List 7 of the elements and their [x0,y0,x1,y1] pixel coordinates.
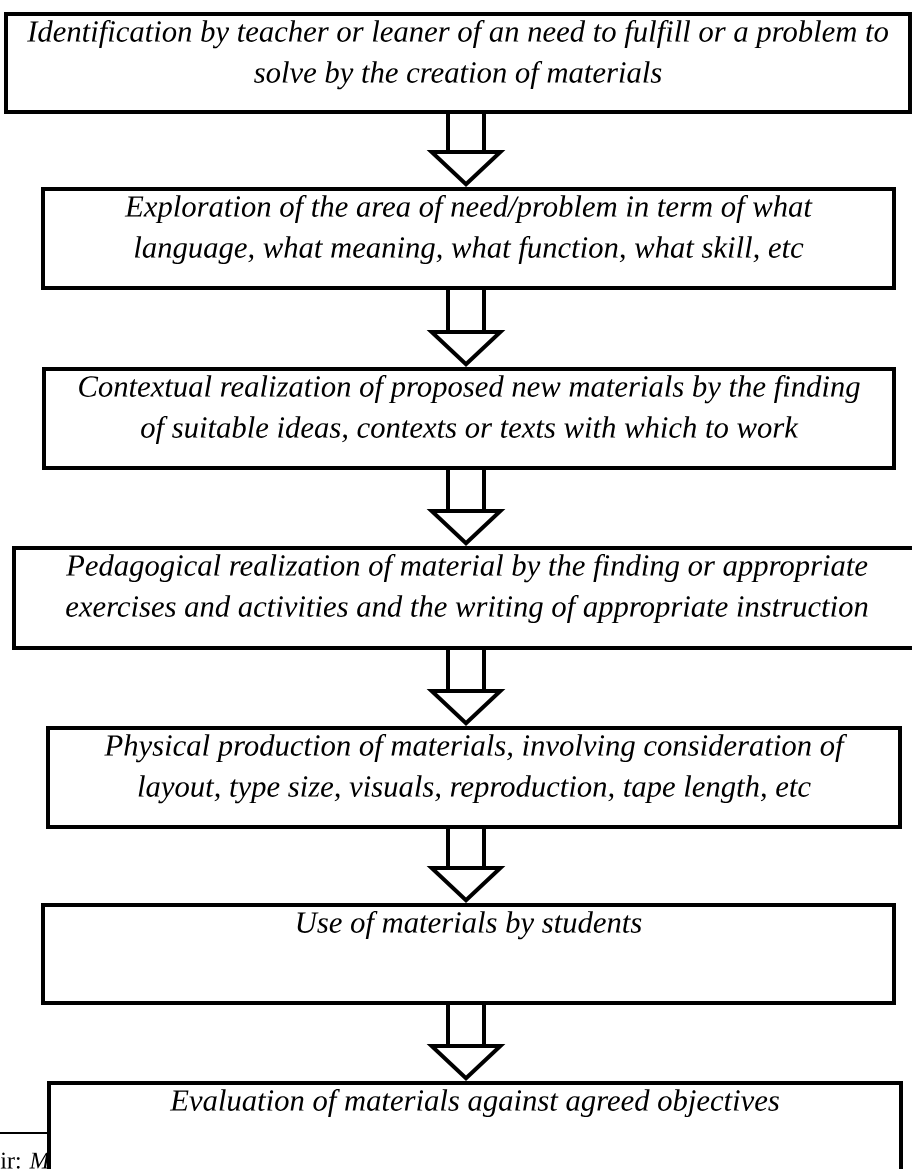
process-box: Physical production of materials, involving consideration of layout, type size, visuals, reproduction, tape length, etc [46,726,902,829]
process-box: Use of materials by students [41,903,896,1005]
process-box: Contextual realization of proposed new materials by the finding of suitable ideas, contexts or texts with which to work [42,367,896,470]
process-box: Exploration of the area of need/problem in term of what language, what meaning, what function, what skill, etc [41,187,896,290]
process-box: Pedagogical realization of material by the finding or appropriate exercises and activities and the writing of appropriate instruction [12,546,912,650]
process-box: Evaluation of materials against agreed objectives [47,1081,903,1169]
process-box: Identification by teacher or leaner of an need to fulfill or a problem to solve by the creation of materials [4,12,912,114]
